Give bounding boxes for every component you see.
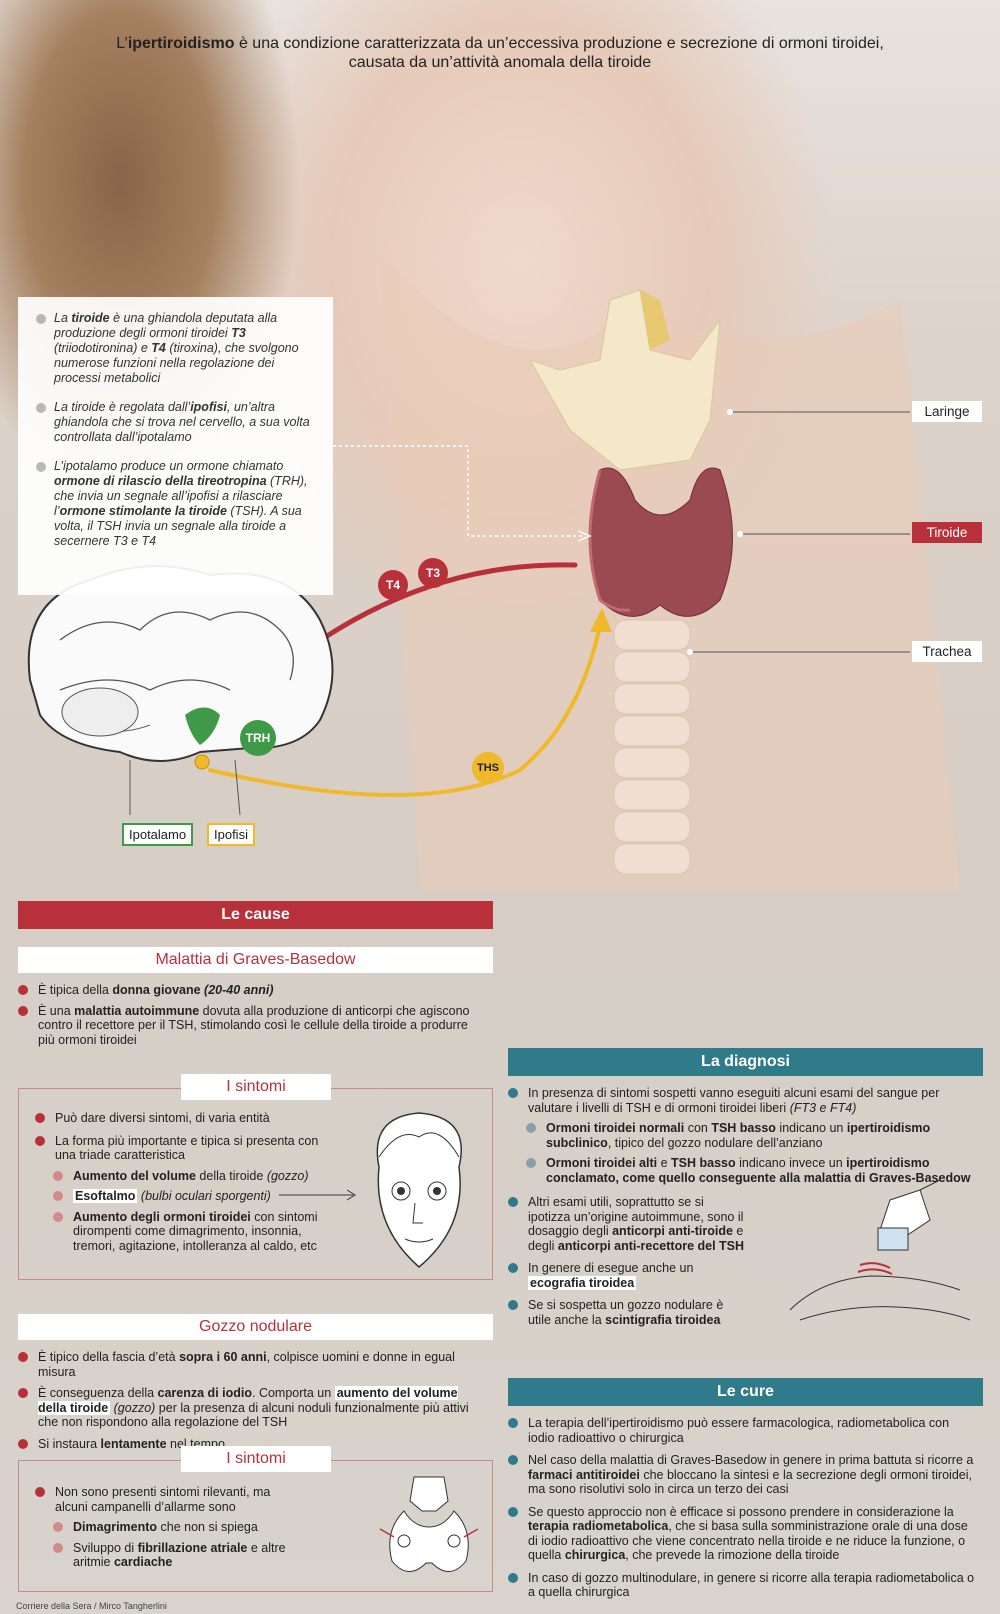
gozzo-item-2: È conseguenza della carenza di iodio. Co… [18, 1386, 478, 1430]
bullet-icon [53, 1211, 63, 1222]
bullet-icon [508, 1088, 518, 1098]
bullet-icon [36, 314, 46, 324]
diagnosi-list-2: Altri esami utili, soprattutto se si ipo… [508, 1195, 748, 1327]
bullet-icon [526, 1158, 536, 1168]
symptom-sub-a: Aumento del volume della tiroide (gozzo) [53, 1169, 335, 1184]
cure-item-4: In caso di gozzo multinodulare, in gener… [508, 1571, 978, 1600]
gozzo-symptom-sub-a: Dimagrimento che non si spiega [53, 1520, 295, 1535]
label-ipofisi: Ipofisi [207, 823, 255, 846]
bullet-icon [526, 1123, 536, 1133]
gozzo-symptom-sub-b: Sviluppo di fibrillazione atriale e altr… [53, 1541, 295, 1570]
bullet-icon [35, 1113, 45, 1123]
bullet-icon [18, 1438, 28, 1449]
badge-t3: T3 [418, 558, 448, 588]
gozzo-symptoms-frame: I sintomi Non sono presenti sintomi rile… [18, 1446, 493, 1592]
bullet-icon [508, 1572, 518, 1583]
bullet-icon [508, 1506, 518, 1517]
bullet-icon [53, 1170, 63, 1181]
diagnosi-sub-a: Ormoni tiroidei normali con TSH basso in… [526, 1121, 978, 1150]
face-icon [376, 1112, 462, 1268]
diagnosi-list: In presenza di sintomi sospetti vanno es… [508, 1086, 978, 1193]
ultrasound-icon [789, 1180, 971, 1321]
arrow-icon [279, 1189, 356, 1201]
diagnosi-item-3: In genere di esegue anche un ecografia t… [508, 1261, 748, 1290]
bullet-icon [508, 1263, 518, 1273]
bullet-icon [53, 1522, 63, 1532]
label-ipotalamo: Ipotalamo [122, 823, 194, 846]
bullet-icon [18, 1352, 28, 1362]
bullet-icon [36, 403, 46, 413]
section-cure-ribbon: Le cure [508, 1378, 983, 1406]
thyroid-info-box: La tiroide è una ghiandola deputata alla… [18, 297, 333, 595]
bullet-icon [35, 1487, 45, 1497]
cure-item-2: Nel caso della malattia di Graves-Basedo… [508, 1453, 978, 1497]
section-diagnosi-ribbon: La diagnosi [508, 1048, 983, 1076]
diagnosi-item-1: In presenza di sintomi sospetti vanno es… [508, 1086, 978, 1115]
bullet-icon [36, 462, 46, 472]
thyroid-icon [379, 1476, 479, 1572]
badge-t4: T4 [378, 570, 408, 600]
bullet-icon [508, 1455, 518, 1465]
label-tiroide: Tiroide [912, 522, 982, 543]
symptom-item-1: Può dare diversi sintomi, di varia entit… [35, 1111, 335, 1126]
graves-list: È tipica della donna giovane (20-40 anni… [18, 983, 478, 1047]
bullet-icon [508, 1418, 518, 1428]
hero-illustration: L’ipertiroidismo è una condizione caratt… [0, 0, 1000, 890]
badge-trh: TRH [240, 720, 276, 756]
gozzo-list: È tipico della fascia d’età sopra i 60 a… [18, 1350, 478, 1451]
diagnosi-item-4: Se si sospetta un gozzo nodulare è utile… [508, 1298, 748, 1327]
page-title: L’ipertiroidismo è una condizione caratt… [116, 35, 884, 71]
cure-list: La terapia dell’ipertiroidismo può esser… [508, 1416, 978, 1600]
bullet-icon [18, 1005, 28, 1016]
graves-symptoms-title: I sintomi [181, 1074, 331, 1100]
info-item-2: La tiroide è regolata dall’ipofisi, un’a… [36, 400, 317, 445]
badge-ths: THS [472, 752, 504, 784]
bullet-icon [35, 1135, 45, 1146]
diagnosi-sub-b: Ormoni tiroidei alti e TSH basso indican… [526, 1156, 978, 1185]
gozzo-symptoms-list: Non sono presenti sintomi rilevanti, ma … [35, 1485, 295, 1570]
section-cause-ribbon: Le cause [18, 901, 493, 929]
gozzo-title: Gozzo nodulare [18, 1314, 493, 1340]
graves-symptoms-frame: I sintomi Può dare diversi sintomi, di v… [18, 1074, 493, 1280]
bullet-icon [53, 1191, 63, 1201]
credit: Corriere della Sera / Mirco Tangherlini [16, 1601, 167, 1611]
bullet-icon [508, 1300, 518, 1310]
bullet-icon [508, 1197, 518, 1207]
cure-item-3: Se questo approccio non è efficace si po… [508, 1505, 978, 1563]
gozzo-item-1: È tipico della fascia d’età sopra i 60 a… [18, 1350, 478, 1379]
symptom-sub-c: Aumento degli ormoni tiroidei con sintom… [53, 1210, 335, 1254]
bullet-icon [18, 1388, 28, 1398]
gozzo-symptom-1: Non sono presenti sintomi rilevanti, ma … [35, 1485, 295, 1514]
info-item-1: La tiroide è una ghiandola deputata alla… [36, 311, 317, 386]
bullet-icon [53, 1542, 63, 1553]
info-item-3: L’ipotalamo produce un ormone chiamato o… [36, 459, 317, 549]
diagnosi-item-2: Altri esami utili, soprattutto se si ipo… [508, 1195, 748, 1253]
gozzo-symptoms-title: I sintomi [181, 1446, 331, 1472]
graves-symptoms-list: Può dare diversi sintomi, di varia entit… [35, 1111, 335, 1253]
graves-title: Malattia di Graves-Basedow [18, 947, 493, 973]
label-laringe: Laringe [912, 401, 982, 422]
graves-item-1: È tipica della donna giovane (20-40 anni… [18, 983, 478, 998]
symptom-sub-b: Esoftalmo (bulbi oculari sporgenti) [53, 1189, 335, 1204]
symptom-item-2: La forma più importante e tipica si pres… [35, 1134, 335, 1163]
cure-item-1: La terapia dell’ipertiroidismo può esser… [508, 1416, 978, 1445]
bullet-icon [18, 985, 28, 995]
graves-item-2: È una malattia autoimmune dovuta alla pr… [18, 1004, 478, 1048]
label-trachea: Trachea [912, 641, 982, 662]
anatomy-illustration [27, 250, 960, 890]
